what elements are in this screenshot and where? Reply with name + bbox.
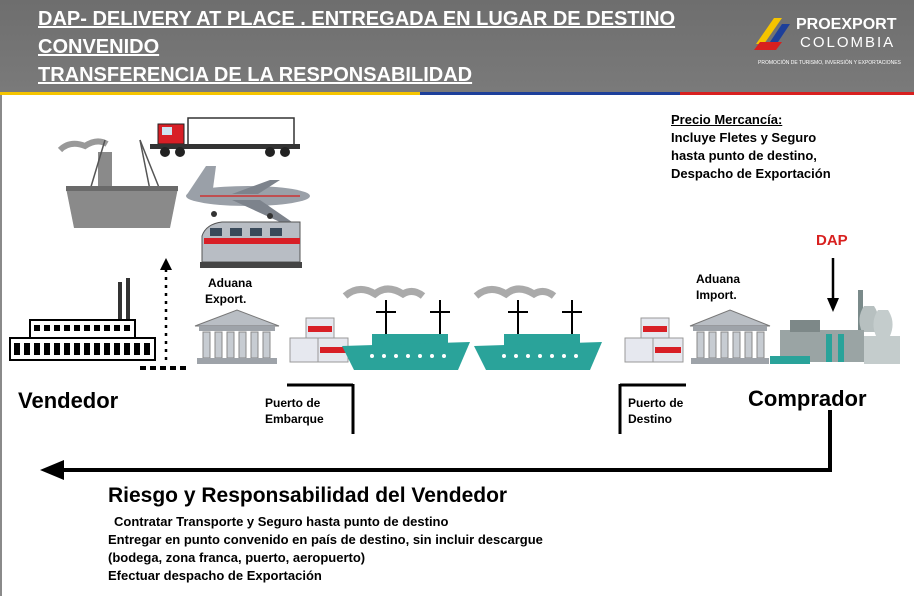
- logo-country: COLOMBIA: [800, 34, 896, 51]
- left-border: [0, 95, 2, 596]
- ship-icon-2: [473, 285, 602, 370]
- puerto-embarque-line-2: Embarque: [265, 412, 324, 426]
- price-note-title: Precio Mercancía:: [671, 112, 783, 127]
- aduana-export-line-1: Aduana: [208, 276, 253, 290]
- train-icon: [200, 221, 302, 268]
- puerto-destino-line-1: Puerto de: [628, 396, 684, 410]
- price-note-line-1: Incluye Fletes y Seguro: [671, 130, 817, 145]
- dap-arrow-down: [827, 258, 839, 312]
- puerto-destino-line-2: Destino: [628, 412, 673, 426]
- aduana-import-line-1: Aduana: [696, 272, 741, 286]
- risk-line-3: (bodega, zona franca, puerto, aeropuerto…: [108, 550, 366, 565]
- risk-arrow: [40, 410, 832, 480]
- puerto-embarque-line-1: Puerto de: [265, 396, 321, 410]
- dotted-arrow-up: [140, 258, 186, 370]
- port-bracket-embarque: [287, 383, 355, 434]
- factory-icon: [9, 278, 156, 361]
- risk-line-2: Entregar en punto convenido en país de d…: [108, 532, 543, 547]
- comprador-label: Comprador: [748, 386, 867, 411]
- title-line-2: CONVENIDO: [38, 36, 160, 58]
- proexport-logo: PROEXPORT COLOMBIA PROMOCIÓN DE TURISMO,…: [748, 10, 908, 76]
- aduana-import-line-2: Import.: [696, 288, 737, 302]
- flag-stripe-red: [680, 92, 914, 95]
- risk-title: Riesgo y Responsabilidad del Vendedor: [108, 484, 508, 507]
- flag-stripe-yellow: [0, 92, 420, 95]
- title-line-3: TRANSFERENCIA DE LA RESPONSABILIDAD: [38, 64, 473, 86]
- risk-line-4: Efectuar despacho de Exportación: [108, 568, 322, 583]
- logo-name: PROEXPORT: [796, 16, 897, 33]
- port-bracket-destino: [618, 383, 686, 434]
- ship-icon-1: [342, 285, 470, 370]
- price-note-line-2: hasta punto de destino,: [671, 148, 817, 163]
- vendedor-label: Vendedor: [18, 388, 119, 413]
- logo-tagline: PROMOCIÓN DE TURISMO, INVERSIÓN Y EXPORT…: [758, 60, 901, 66]
- flag-stripe-blue: [420, 92, 680, 95]
- title-line-1: DAP- DELIVERY AT PLACE . ENTREGADA EN LU…: [38, 8, 676, 30]
- proexport-logo-icon: [754, 18, 790, 50]
- price-note-line-3: Despacho de Exportación: [671, 166, 831, 181]
- customs-import-icon: [689, 309, 771, 364]
- aduana-export-line-2: Export.: [205, 292, 247, 306]
- header-banner: DAP- DELIVERY AT PLACE . ENTREGADA EN LU…: [0, 0, 914, 92]
- cargo-boxes-right-icon: [624, 317, 684, 363]
- truck-icon: [150, 117, 300, 157]
- cargo-ship-icon: [57, 138, 178, 228]
- airplane-icon: [186, 166, 310, 222]
- dap-label: DAP: [816, 232, 848, 249]
- cargo-boxes-left-icon: [289, 317, 349, 363]
- customs-export-icon: [194, 309, 280, 364]
- risk-line-1: Contratar Transporte y Seguro hasta punt…: [114, 514, 449, 529]
- industrial-plant-icon: [770, 290, 900, 364]
